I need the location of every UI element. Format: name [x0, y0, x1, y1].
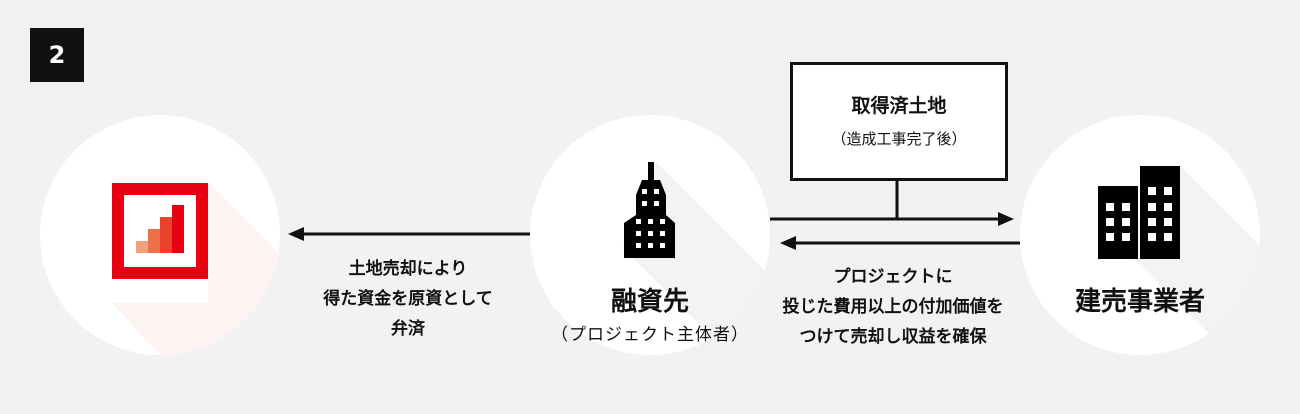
step-badge: 2	[30, 28, 84, 82]
sale-line: つけて売却し収益を確保	[799, 327, 987, 347]
arrow-to-borrower	[780, 236, 1020, 250]
repayment-line: 土地売却により	[348, 259, 468, 279]
borrower-subtitle: （プロジェクト主体者）	[551, 325, 749, 345]
lender-node	[40, 115, 280, 355]
arrow-to-builder	[770, 212, 1014, 226]
builder-title: 建売事業者	[1074, 287, 1205, 317]
office-buildings-icon	[1098, 166, 1260, 355]
repayment-label: 土地売却により 得た資金を原資として 弁済	[290, 254, 526, 344]
bank-chart-logo-icon	[112, 183, 280, 355]
arrow-to-lender	[288, 227, 530, 241]
land-box: 取得済土地 （造成工事完了後）	[790, 62, 1008, 181]
land-box-subtitle: （造成工事完了後）	[831, 130, 967, 148]
sale-line: 投じた費用以上の付加価値を	[782, 297, 1004, 317]
builder-node: 建売事業者	[1020, 115, 1260, 355]
borrower-node: 融資先	[530, 115, 770, 355]
tower-building-icon	[623, 162, 770, 355]
sale-line: プロジェクトに	[833, 267, 953, 287]
repayment-line: 得た資金を原資として	[323, 289, 493, 309]
sale-label: プロジェクトに 投じた費用以上の付加価値を つけて売却し収益を確保	[760, 262, 1026, 352]
land-box-title: 取得済土地	[851, 95, 947, 117]
borrower-title: 融資先	[610, 287, 689, 317]
repayment-line: 弁済	[391, 319, 425, 339]
